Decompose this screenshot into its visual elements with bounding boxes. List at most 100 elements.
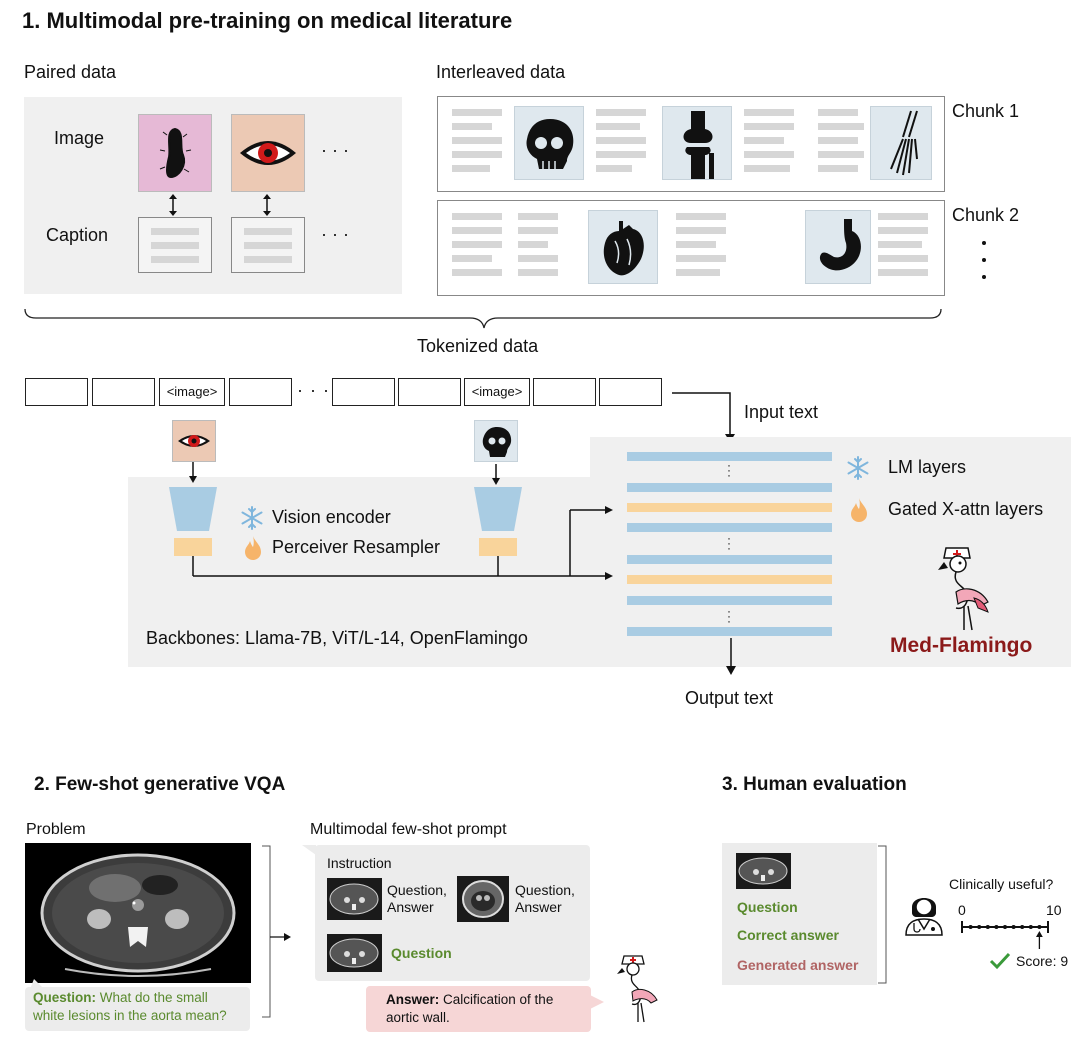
heart-icon — [603, 221, 644, 276]
skull-icon — [482, 427, 512, 457]
text-token — [229, 378, 292, 406]
perceiver-resampler-label: Perceiver Resampler — [272, 537, 441, 557]
lm-layer-ellipsis: ··· — [727, 604, 731, 628]
skull-image-tile — [514, 106, 584, 180]
head-ct-thumbnail — [462, 880, 504, 918]
image-row-label: Image — [54, 128, 105, 148]
eval-correct-answer-label: Correct answer — [737, 927, 839, 943]
model-name-label: Med-Flamingo — [890, 634, 1033, 657]
text-token — [332, 378, 395, 406]
problem-to-prompt-bracket — [262, 845, 291, 1018]
flame-icon — [851, 498, 867, 522]
lm-layer — [627, 452, 832, 461]
text-token — [599, 378, 662, 406]
lm-layer-ellipsis: ··· — [727, 458, 731, 482]
chunk-vertical-ellipsis — [982, 241, 986, 279]
hand-bones-icon — [890, 110, 918, 176]
answer-text: Calcification of the aortic wall. — [386, 992, 554, 1025]
skull-to-encoder-arrow — [492, 464, 500, 485]
answer-bubble-tail — [590, 995, 604, 1009]
bacteria-image-tile — [138, 114, 212, 192]
lm-layers-legend: LM layers — [888, 457, 967, 477]
flame-icon — [245, 536, 261, 560]
pair-arrow-2 — [263, 194, 271, 216]
paired-data-box — [24, 97, 402, 294]
input-text-arrow — [672, 392, 735, 442]
paired-caption-ellipsis: · · · — [321, 224, 349, 244]
chunk2-label: Chunk 2 — [952, 205, 1020, 225]
vision-encoder-label: Vision encoder — [272, 507, 391, 527]
lm-layer — [627, 627, 832, 636]
paired-data-label: Paired data — [24, 62, 117, 82]
eval-generated-answer-label: Generated answer — [737, 957, 859, 973]
tokenized-data-label: Tokenized data — [417, 336, 539, 356]
example-qa-1: Question, Answer — [387, 882, 447, 915]
query-question-label: Question — [391, 945, 452, 961]
vision-encoder-trapezoid-1 — [169, 487, 217, 531]
chunk1-label: Chunk 1 — [952, 101, 1020, 121]
interleaved-data-label: Interleaved data — [436, 62, 566, 82]
clinically-useful-question: Clinically useful? — [949, 876, 1054, 892]
gated-xattn-layer — [627, 575, 832, 584]
text-token — [398, 378, 461, 406]
eval-question-label: Question — [737, 899, 798, 915]
section2-title: 2. Few-shot generative VQA — [34, 774, 286, 795]
output-text-arrow — [726, 638, 736, 675]
heart-image-tile — [588, 210, 658, 284]
paired-image-ellipsis: · · · — [321, 140, 349, 160]
perceiver-block-2 — [479, 538, 517, 556]
eye-icon — [240, 141, 296, 165]
scale-min-label: 0 — [958, 902, 966, 918]
ct-thumbnail — [329, 938, 379, 968]
problem-label: Problem — [26, 821, 86, 838]
instruction-label: Instruction — [327, 855, 392, 871]
answer-bubble: Answer: Calcification of the aortic wall… — [366, 986, 591, 1032]
hand-xray-image-tile — [870, 106, 932, 180]
skull-input-tile — [474, 420, 518, 462]
token-ellipsis: · · · — [297, 380, 330, 400]
caption-row-label: Caption — [46, 225, 109, 245]
eye-image-tile — [231, 114, 305, 192]
lm-layer — [627, 555, 832, 564]
evaluation-ct-thumb — [736, 853, 791, 889]
query-ct-thumb — [327, 934, 382, 972]
flamingo-nurse-icon — [617, 955, 658, 1023]
output-text-label: Output text — [685, 688, 774, 708]
text-token — [25, 378, 88, 406]
snowflake-icon — [241, 506, 263, 530]
section3-title: 3. Human evaluation — [722, 774, 907, 795]
bubble-tail — [30, 979, 44, 989]
ct-abdomen-image — [40, 853, 236, 977]
eye-input-tile — [172, 420, 216, 462]
ct-thumbnail — [738, 857, 788, 885]
image-token: <image> — [464, 378, 530, 406]
lm-layer-ellipsis: ··· — [727, 531, 731, 555]
ct-thumbnail — [329, 883, 379, 915]
question-label: Question: — [33, 990, 96, 1005]
answer-label: Answer: — [386, 992, 440, 1007]
lm-layer — [627, 483, 832, 492]
flamingo-nurse-icon — [938, 547, 989, 631]
lm-layer — [627, 596, 832, 605]
stomach-image-tile — [805, 210, 871, 284]
doctor-icon — [905, 898, 943, 936]
input-text-label: Input text — [744, 402, 819, 422]
rating-scale — [961, 921, 1049, 949]
eye-to-encoder-arrow — [189, 462, 197, 483]
checkmark-icon — [989, 952, 1011, 970]
example-qa-2: Question, Answer — [515, 882, 575, 915]
caption-box-2 — [231, 217, 305, 273]
eye-icon — [178, 435, 210, 447]
caption-box-1 — [138, 217, 212, 273]
score-label: Score: 9 — [1016, 953, 1069, 969]
prompt-bubble-tail — [302, 845, 316, 855]
section1-title: 1. Multimodal pre-training on medical li… — [22, 8, 513, 33]
gated-xattn-legend: Gated X-attn layers — [888, 499, 1044, 519]
lm-layer — [627, 523, 832, 532]
example-ct-thumb-2 — [457, 876, 509, 922]
scale-max-label: 10 — [1046, 902, 1062, 918]
question-text: What do the small white lesions in the a… — [33, 990, 227, 1023]
image-token: <image> — [159, 378, 225, 406]
stomach-icon — [819, 219, 861, 271]
skull-icon — [526, 119, 574, 169]
